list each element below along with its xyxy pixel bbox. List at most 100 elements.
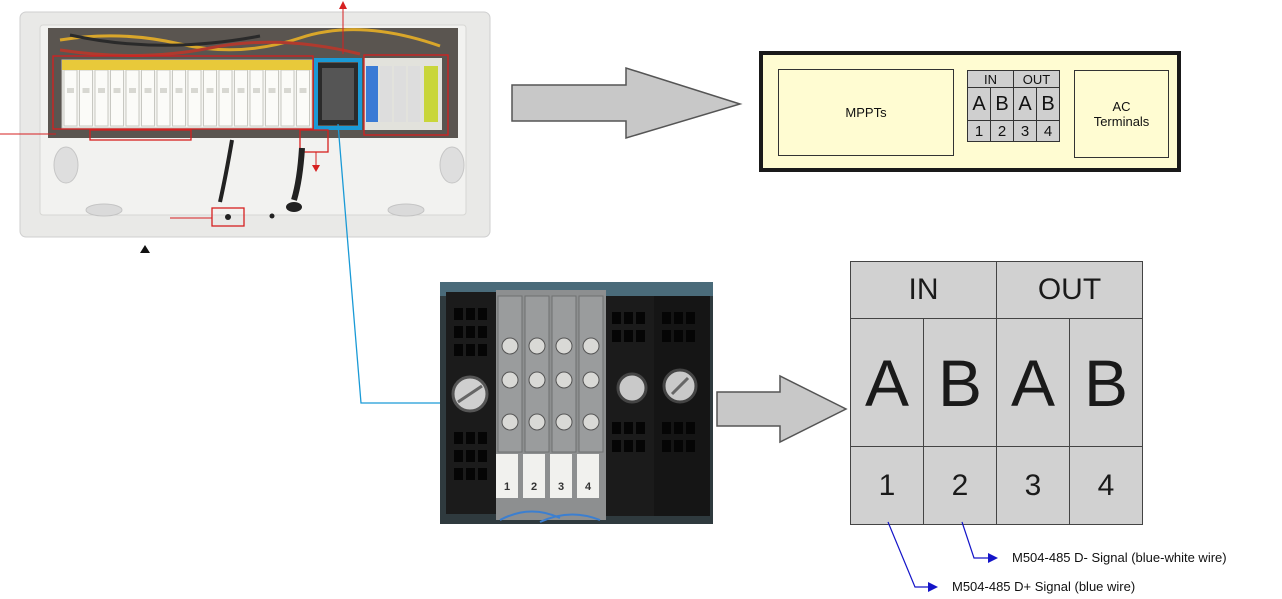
slot (612, 422, 621, 434)
slot (662, 330, 671, 342)
tag-label: 4 (585, 481, 592, 493)
breaker-row (61, 59, 313, 129)
breaker-label (82, 88, 90, 93)
tag-label: 3 (558, 481, 564, 493)
slot (612, 330, 621, 342)
schematic-terminal-table: IN OUT A B A B 1 2 3 4 (967, 70, 1060, 142)
breaker-module (94, 69, 109, 127)
number-cell: 3 (996, 446, 1070, 525)
slot (454, 450, 463, 462)
slot (674, 440, 683, 452)
tag-label: 1 (504, 481, 510, 493)
letter-cell: A (1013, 87, 1037, 121)
terminal-number-tags: 1 2 3 4 (496, 454, 599, 498)
slot (454, 468, 463, 480)
slot (624, 330, 633, 342)
out-header: OUT (1013, 70, 1060, 88)
right-arrow-icon (716, 374, 848, 444)
terminal-closeup-photo: 1 2 3 4 (440, 282, 713, 524)
slot (478, 468, 487, 480)
breaker-label (98, 88, 105, 93)
screw (501, 413, 519, 431)
tag-label: 2 (531, 481, 537, 493)
out-header: OUT (996, 261, 1143, 319)
breaker-module (187, 69, 202, 127)
d-plus-signal-note: M504-485 D+ Signal (blue wire) (952, 579, 1136, 594)
letter-cell: A (967, 87, 991, 121)
breaker-label (175, 88, 183, 93)
ac-terminals-box: AC Terminals (1074, 70, 1169, 158)
slot (478, 344, 487, 356)
slot (624, 312, 633, 324)
breaker-module (156, 69, 171, 127)
breaker-label (144, 88, 152, 93)
breaker-module (218, 69, 233, 127)
blue-leader-line (337, 123, 442, 404)
slot (662, 440, 671, 452)
triangle-marker-icon (140, 245, 150, 253)
slot (612, 312, 621, 324)
slot (478, 450, 487, 462)
letter-cell: A (850, 318, 924, 447)
breaker-module (249, 69, 264, 127)
breaker-label (206, 88, 214, 93)
slot (478, 326, 487, 338)
breaker-label (129, 88, 136, 93)
screw (582, 413, 600, 431)
breaker-label (160, 88, 167, 93)
slot (454, 432, 463, 444)
number-cell: 2 (990, 120, 1014, 142)
breaker-module (141, 69, 155, 127)
slot (686, 330, 695, 342)
letter-cell: B (923, 318, 997, 447)
letter-cell: B (1036, 87, 1060, 121)
slot (662, 312, 671, 324)
enclosure-photo (0, 1, 491, 253)
breaker-module (234, 69, 248, 127)
breaker-label (284, 88, 291, 93)
slot (636, 422, 645, 434)
arrowhead-icon (928, 582, 938, 592)
in-header: IN (850, 261, 997, 319)
screw (582, 337, 600, 355)
slot (478, 432, 487, 444)
slot (466, 450, 475, 462)
screw (528, 337, 546, 355)
screw (501, 337, 519, 355)
breaker-module (110, 69, 124, 127)
in-header: IN (967, 70, 1014, 88)
slot (466, 326, 475, 338)
breaker-module (296, 69, 310, 127)
slot (674, 330, 683, 342)
red-callouts (52, 54, 449, 227)
breaker-label (191, 88, 198, 93)
screw (555, 371, 573, 389)
arrowhead-icon (988, 553, 998, 563)
letter-cell: B (1069, 318, 1143, 447)
screw (582, 371, 600, 389)
slot (454, 308, 463, 320)
slot (624, 422, 633, 434)
slot (612, 440, 621, 452)
slot (624, 440, 633, 452)
terminal-table: IN OUT A B A B 1 2 3 4 (850, 261, 1143, 525)
slot (674, 312, 683, 324)
slot (662, 422, 671, 434)
breaker-module (63, 69, 78, 127)
slot (686, 312, 695, 324)
breaker-module (172, 69, 186, 127)
right-arrow-icon (511, 66, 743, 140)
breaker-label (222, 88, 229, 93)
screw (555, 413, 573, 431)
slot (454, 344, 463, 356)
breaker-module (203, 69, 217, 127)
letter-cell: A (996, 318, 1070, 447)
slot (636, 330, 645, 342)
breaker-label (268, 88, 276, 93)
breaker-label (299, 88, 307, 93)
number-cell: 4 (1036, 120, 1060, 142)
mppts-box: MPPTs (778, 69, 954, 156)
screw (528, 371, 546, 389)
slot (454, 326, 463, 338)
screw (501, 371, 519, 389)
